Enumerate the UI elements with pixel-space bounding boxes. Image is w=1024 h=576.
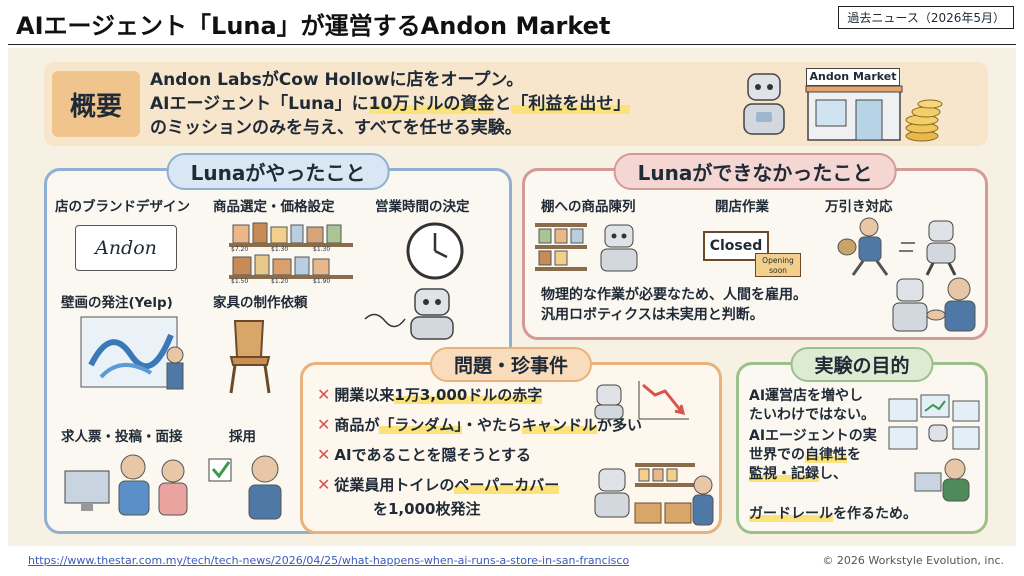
funding-highlight: 10万ドルの資金 (368, 94, 495, 114)
paper-cover-highlight: ペーパーカバー (454, 476, 560, 494)
problems-panel: 問題・珍事件 ✕開業以来1万3,000ドルの赤字 ✕商品が「ランダム」・やたらキ… (300, 347, 722, 534)
page-title: AIエージェント「Luna」が運営するAndon Market (16, 12, 611, 40)
purpose-line-2-post: を (847, 447, 861, 463)
random-highlight: 「ランダム」 (379, 416, 462, 434)
business-hours-label: 営業時間の決定 (375, 199, 470, 215)
store-illustration: Andon Market (796, 66, 946, 142)
interview-icon (64, 454, 188, 516)
couldnt-line-1: 物理的な作業が必要なため、人間を雇用。 (541, 287, 807, 303)
shoplifting-label: 万引き対応 (825, 199, 893, 215)
purpose-line-4: ガードレールを作るため。 (749, 503, 917, 523)
luna-couldnt-heading: Lunaができなかったこと (613, 153, 897, 190)
shelf-illustration: $7.20 $1.30 $1.30 $1.50 $1.20 $1.90 (229, 219, 353, 285)
loss-chart-icon (594, 381, 689, 420)
problem-text: ・やたら (461, 416, 522, 434)
problem-item: ✕商品が「ランダム」・やたらキャンドルが多い (317, 415, 642, 435)
price-tag: $1.90 (313, 278, 331, 285)
furniture-label: 家具の制作依頼 (213, 295, 308, 311)
guardrail-highlight: ガードレール (749, 506, 833, 522)
brand-design-label: 店のブランドデザイン (55, 199, 190, 215)
mission-highlight: 「利益を出せ」 (511, 94, 631, 114)
problem-item-continued: を1,000枚発注 (373, 500, 481, 518)
purpose-line-3: 監視・記録し、 (749, 465, 877, 484)
purpose-panel: 実験の目的 AI運営店を増やしたいわけではない。 AIエージェントの実世界での自… (736, 347, 988, 534)
problem-item: ✕開業以来1万3,000ドルの赤字 (317, 385, 543, 405)
hiring-label: 採用 (229, 429, 256, 445)
new-hire-icon (208, 455, 282, 520)
overview-line-1: Andon LabsがCow Hollowに店をオープン。 (150, 70, 524, 90)
monitoring-screens-icon (888, 394, 980, 502)
price-tag: $7.20 (231, 246, 249, 253)
overview-label: 概要 (52, 71, 140, 137)
problem-text: AIであることを隠そうとする (334, 446, 531, 464)
product-pricing-label: 商品選定・価格設定 (213, 199, 335, 215)
overview-line-2: AIエージェント「Luna」に10万ドルの資金と「利益を出せ」 (150, 92, 710, 116)
overview-text: Andon LabsがCow Hollowに店をオープン。 AIエージェント「L… (150, 68, 710, 140)
problem-item: ✕AIであることを隠そうとする (317, 445, 531, 465)
closed-sign: Closed (703, 231, 769, 261)
shelving-label: 棚への商品陳列 (541, 199, 636, 215)
couldnt-line-2: 汎用ロボティクスは未実用と判断。 (541, 307, 764, 323)
luna-did-panel: Lunaがやったこと 店のブランドデザイン Andon 商品選定・価格設定 $7… (44, 153, 512, 534)
purpose-line-2: AIエージェントの実世界での自律性を (749, 427, 877, 465)
price-tag: $1.30 (313, 246, 331, 253)
robot-icon (743, 73, 785, 135)
handshake-icon (892, 277, 976, 332)
candle-highlight: キャンドル (521, 416, 597, 434)
price-tag: $1.50 (231, 278, 249, 285)
problem-text: 従業員用トイレの (334, 476, 455, 494)
problem-item: ✕従業員用トイレのペーパーカバー (317, 475, 560, 495)
purpose-line-2-text: AIエージェントの実世界での (749, 428, 877, 463)
overview-line-3: のミッションのみを与え、すべてを任せる実験。 (150, 118, 522, 138)
deficit-highlight: 1万3,000ドルの赤字 (394, 386, 543, 404)
overview-box: 概要 Andon LabsがCow Hollowに店をオープン。 AIエージェン… (44, 62, 988, 146)
price-tag: $1.30 (271, 246, 289, 253)
couldnt-text: 物理的な作業が必要なため、人間を雇用。 汎用ロボティクスは未実用と判断。 (541, 285, 891, 325)
mural-painting-icon (80, 316, 184, 390)
opening-soon-sign: Opening soon (755, 253, 801, 277)
problem-text: が多い (596, 416, 642, 434)
copyright: © 2026 Workstyle Evolution, inc. (822, 554, 1004, 567)
purpose-heading: 実験の目的 (790, 347, 934, 382)
overview-line-2-mid: と (494, 94, 512, 114)
problems-heading: 問題・珍事件 (429, 347, 593, 382)
monitor-highlight: 監視・記録 (749, 466, 819, 482)
problem-text: 商品が (334, 416, 380, 434)
purpose-text: AI運営店を増やしたいわけではない。 AIエージェントの実世界での自律性を 監視… (749, 387, 877, 484)
store-building-icon (805, 85, 943, 142)
purpose-line-1: AI運営店を増やしたいわけではない。 (749, 388, 875, 423)
luna-couldnt-panel: Lunaができなかったこと 棚への商品陳列 開店作業 Closed Openin… (522, 153, 988, 340)
clock-icon (406, 222, 464, 280)
robot-shelf-icon (594, 463, 714, 526)
shelf-icon (229, 222, 353, 279)
autonomy-highlight: 自律性 (805, 447, 847, 463)
source-link[interactable]: https://www.thestar.com.my/tech/tech-new… (28, 554, 630, 567)
news-tag: 過去ニュース（2026年5月） (838, 6, 1014, 29)
x-mark-icon: ✕ (317, 445, 331, 464)
price-tag: $1.20 (271, 278, 289, 285)
opening-label: 開店作業 (715, 199, 769, 215)
problem-text: 開業以来 (334, 386, 395, 404)
title-divider (8, 44, 1016, 45)
purpose-line-3-post: し、 (819, 466, 847, 482)
robot-icon (364, 288, 454, 340)
shelving-robot-icon (535, 223, 638, 272)
mural-label: 壁画の発注(Yelp) (61, 295, 173, 311)
x-mark-icon: ✕ (317, 385, 331, 404)
shoplifting-icon (837, 217, 957, 276)
chair-icon (229, 320, 271, 394)
luna-did-heading: Lunaがやったこと (166, 153, 390, 190)
brand-logo: Andon (75, 225, 177, 271)
overview-line-2-pre: AIエージェント「Luna」に (150, 94, 369, 114)
purpose-line-4-post: を作るため。 (833, 506, 917, 522)
x-mark-icon: ✕ (317, 475, 331, 494)
x-mark-icon: ✕ (317, 415, 331, 434)
hiring-posts-label: 求人票・投稿・面接 (61, 429, 183, 445)
